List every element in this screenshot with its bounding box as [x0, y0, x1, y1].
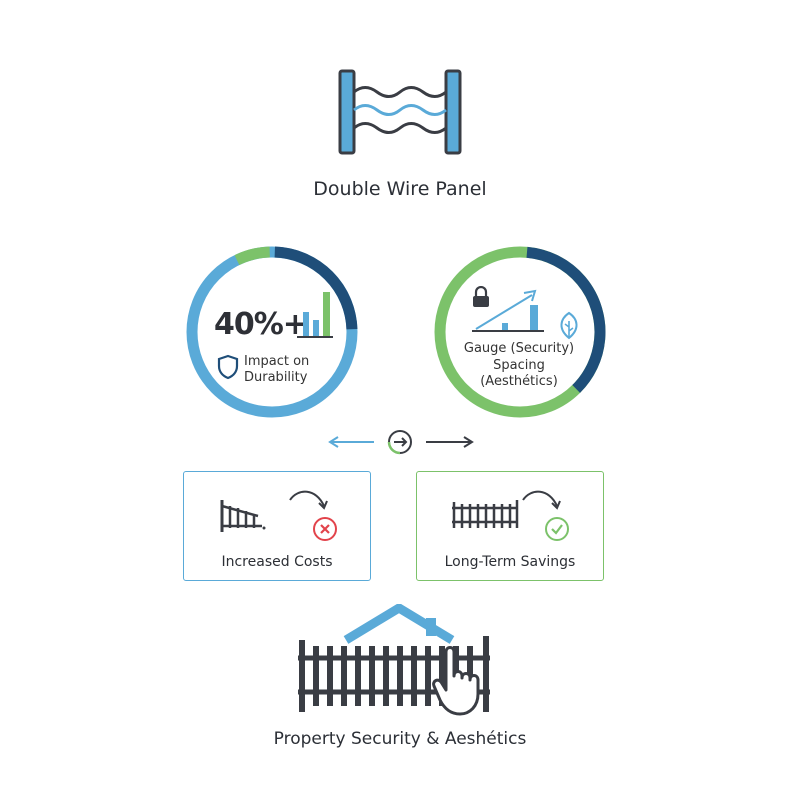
right-gauge-label-1: Gauge (Security) [463, 341, 575, 356]
curved-arrow-icon [289, 490, 328, 510]
x-circle-icon [313, 517, 337, 541]
right-gauge-ring [434, 246, 606, 418]
left-gauge-label-2: Durability [244, 370, 308, 385]
header-title: Double Wire Panel [313, 178, 487, 200]
house-fence-icon [298, 604, 490, 712]
increased-costs-label: Increased Costs [221, 554, 333, 570]
fence-icon [452, 500, 519, 528]
right-gauge-label-3: (Aesthétics) [480, 374, 558, 389]
lock-icon [473, 286, 489, 307]
right-gauge-label-2: Spacing [493, 358, 545, 373]
bar-chart-icon [297, 292, 333, 338]
long-term-savings-label: Long-Term Savings [444, 554, 576, 570]
shield-icon [217, 354, 239, 380]
wire-panel-icon [338, 69, 462, 155]
gate-icon [220, 500, 266, 532]
left-gauge-value: 40%+ [214, 307, 308, 342]
long-term-savings-card: Long-Term Savings [416, 471, 604, 581]
left-gauge-label-1: Impact on [244, 354, 310, 369]
left-gauge-ring [186, 246, 358, 418]
check-circle-icon [545, 517, 569, 541]
growth-chart-icon [472, 289, 544, 332]
leaf-icon [560, 311, 578, 340]
arrow-connector [328, 430, 474, 455]
footer-title: Property Security & Aeshétics [273, 729, 527, 749]
hand-pointer-icon [432, 646, 480, 716]
increased-costs-card: Increased Costs [183, 471, 371, 581]
curved-arrow-icon [522, 490, 561, 510]
